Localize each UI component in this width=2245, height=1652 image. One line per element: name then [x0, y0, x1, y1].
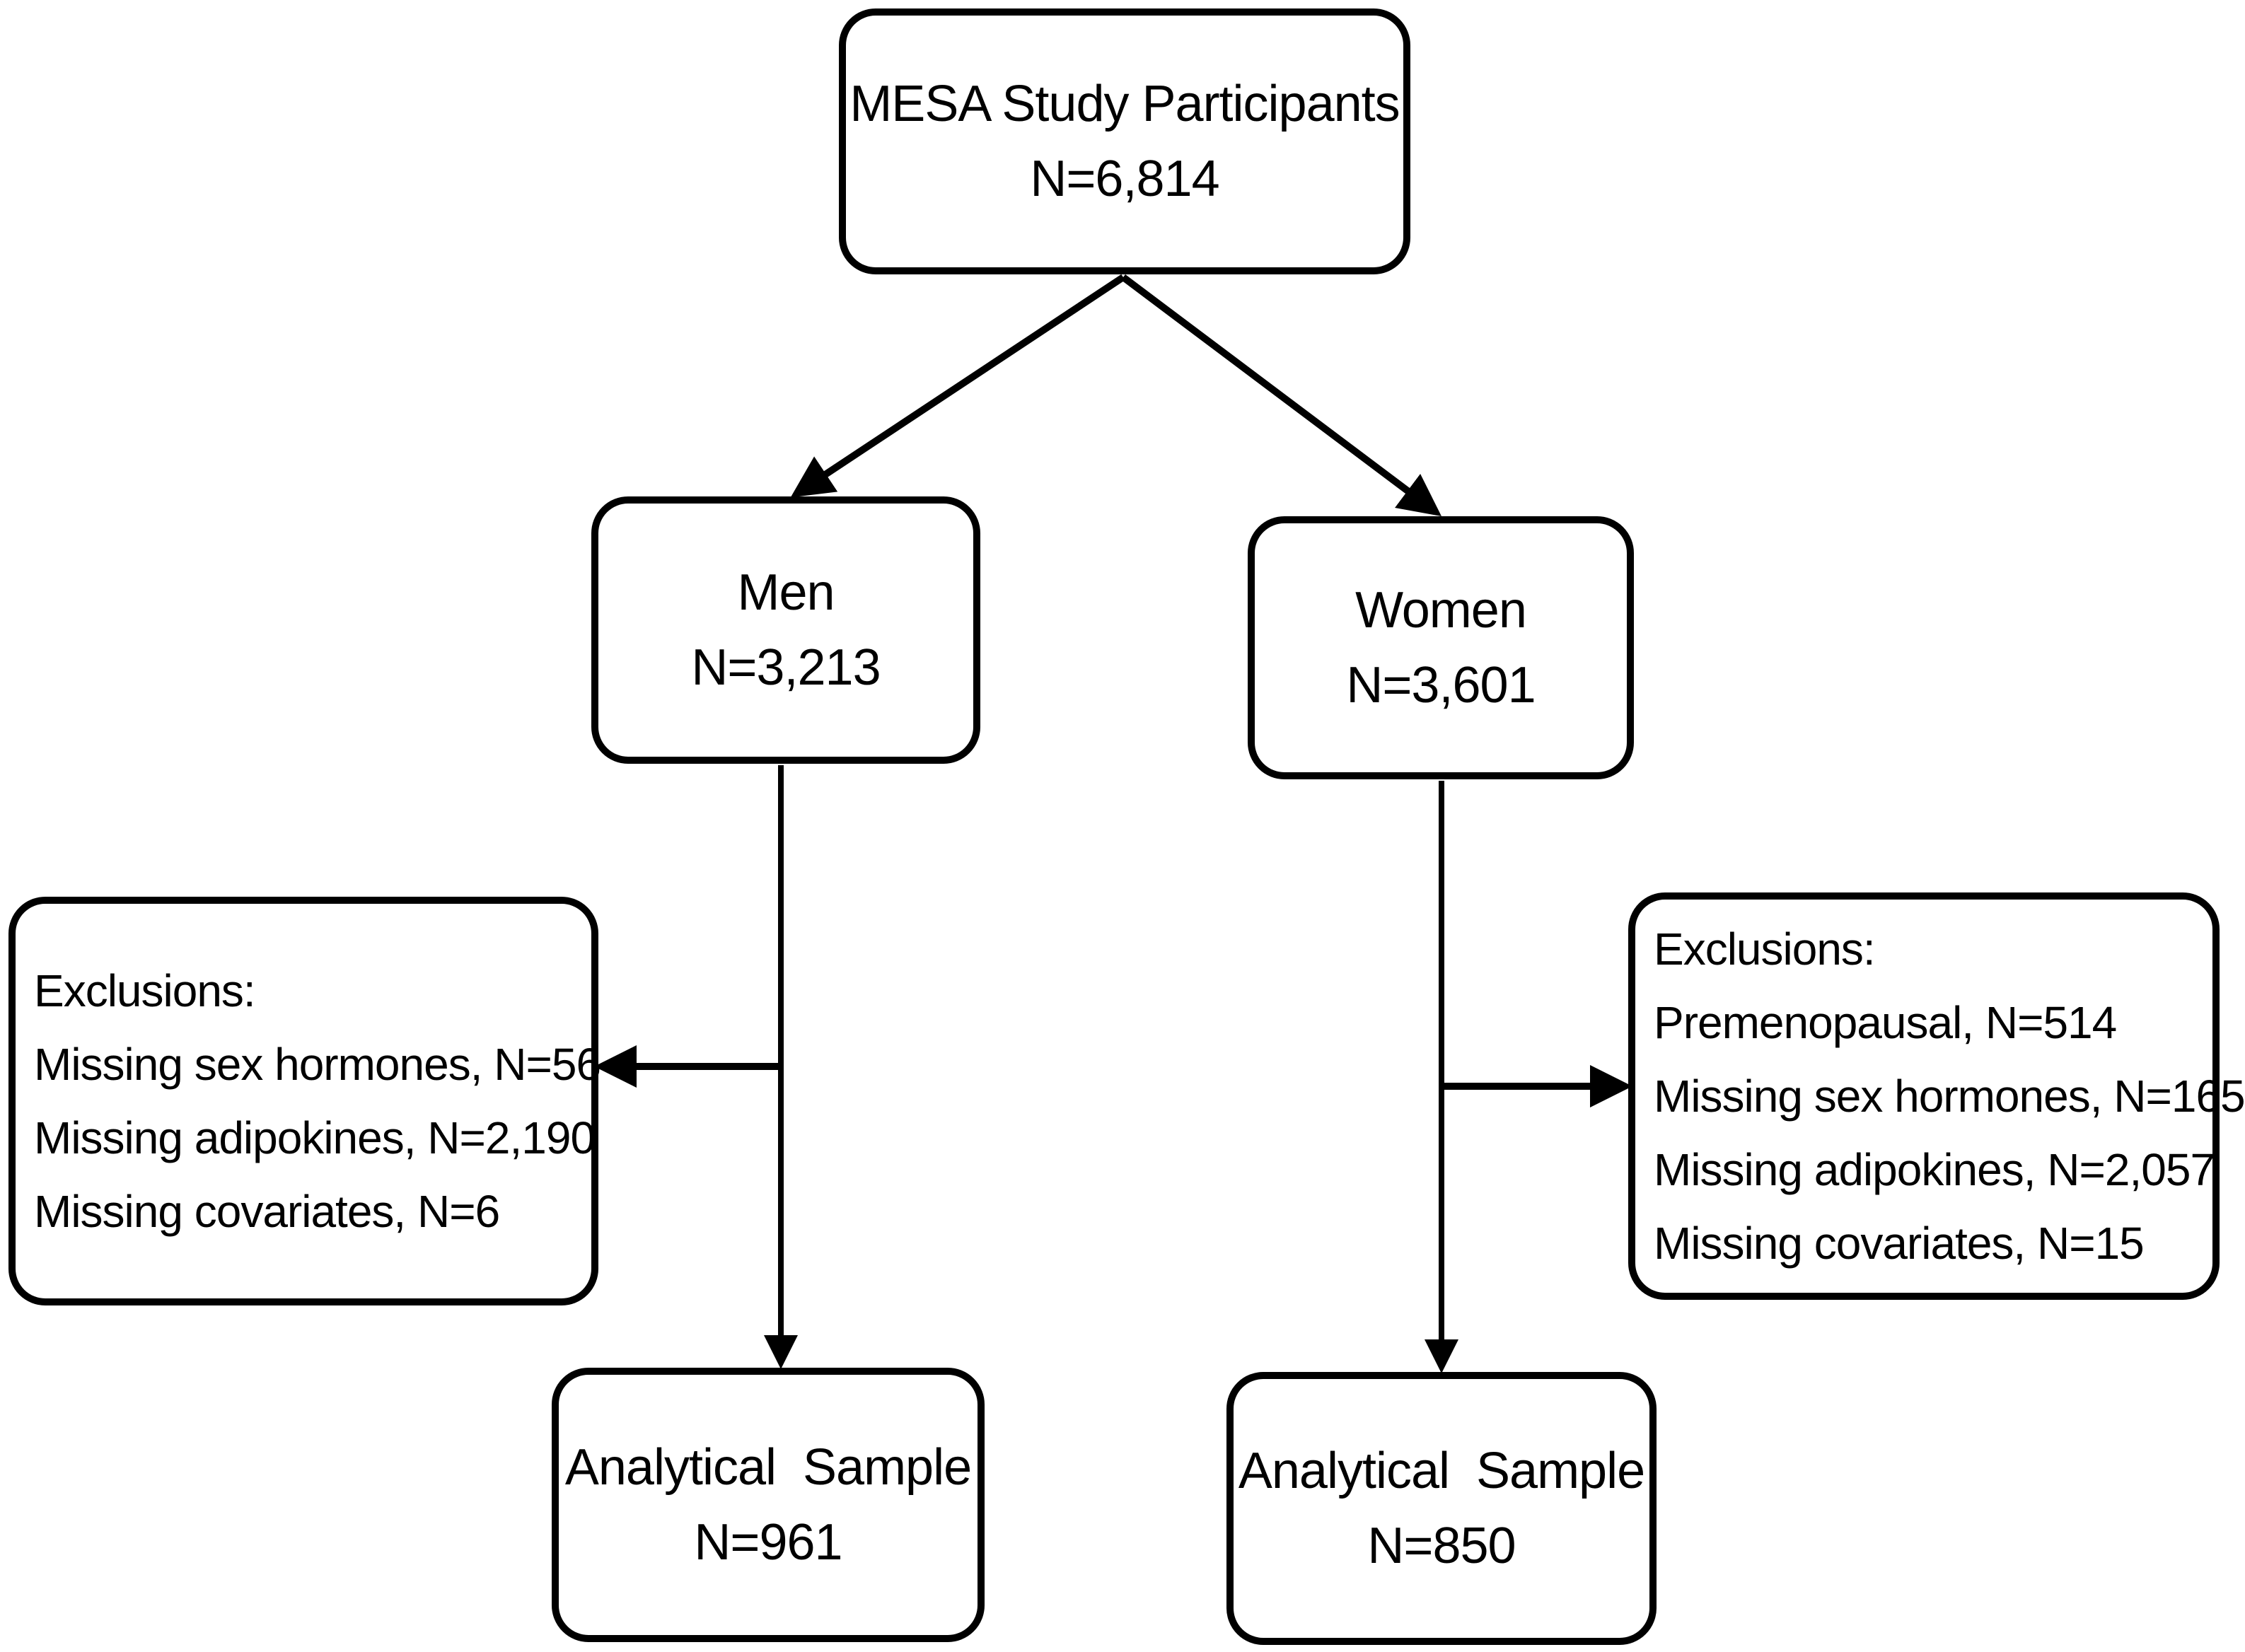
men-exclusion-item: Missing covariates, N=6 — [34, 1186, 500, 1237]
women-exclusions-box: Exclusions: Premenopausal, N=514 Missing… — [1628, 892, 2245, 1300]
women-exclusion-item: Missing covariates, N=15 — [1654, 1218, 2145, 1269]
men-exclusion-item: Missing sex hormones, N=56 — [34, 1039, 601, 1090]
men-title: Men — [737, 564, 835, 621]
women-box: Women N=3,601 — [1248, 516, 1634, 779]
men-sample-count: N=961 — [694, 1514, 842, 1571]
women-analytical-sample-box: Analytical Sample N=850 — [1226, 1372, 1657, 1645]
women-sample-title: Analytical Sample — [1238, 1443, 1645, 1499]
women-exclusion-item: Missing sex hormones, N=165 — [1654, 1071, 2245, 1122]
mesa-participants-box: MESA Study Participants N=6,814 — [839, 8, 1410, 274]
men-exclusions-heading: Exclusions: — [34, 965, 256, 1016]
men-analytical-sample-box: Analytical Sample N=961 — [552, 1368, 985, 1642]
women-sample-count: N=850 — [1367, 1518, 1516, 1574]
women-exclusions-heading: Exclusions: — [1654, 924, 1876, 975]
mesa-title: MESA Study Participants — [849, 76, 1400, 132]
men-box: Men N=3,213 — [591, 496, 980, 764]
mesa-count: N=6,814 — [1030, 151, 1219, 207]
women-exclusion-item: Premenopausal, N=514 — [1654, 997, 2117, 1048]
women-count: N=3,601 — [1346, 657, 1536, 714]
arrow-top-to-men — [790, 274, 1125, 498]
arrow-top-to-women — [1120, 274, 1441, 517]
men-sample-title: Analytical Sample — [564, 1439, 972, 1496]
men-count: N=3,213 — [691, 639, 881, 696]
men-exclusions-box: Exclusions: Missing sex hormones, N=56 M… — [8, 897, 601, 1305]
men-exclusion-item: Missing adipokines, N=2,190 — [34, 1112, 596, 1163]
women-exclusion-item: Missing adipokines, N=2,057 — [1654, 1144, 2215, 1195]
women-title: Women — [1355, 582, 1527, 639]
